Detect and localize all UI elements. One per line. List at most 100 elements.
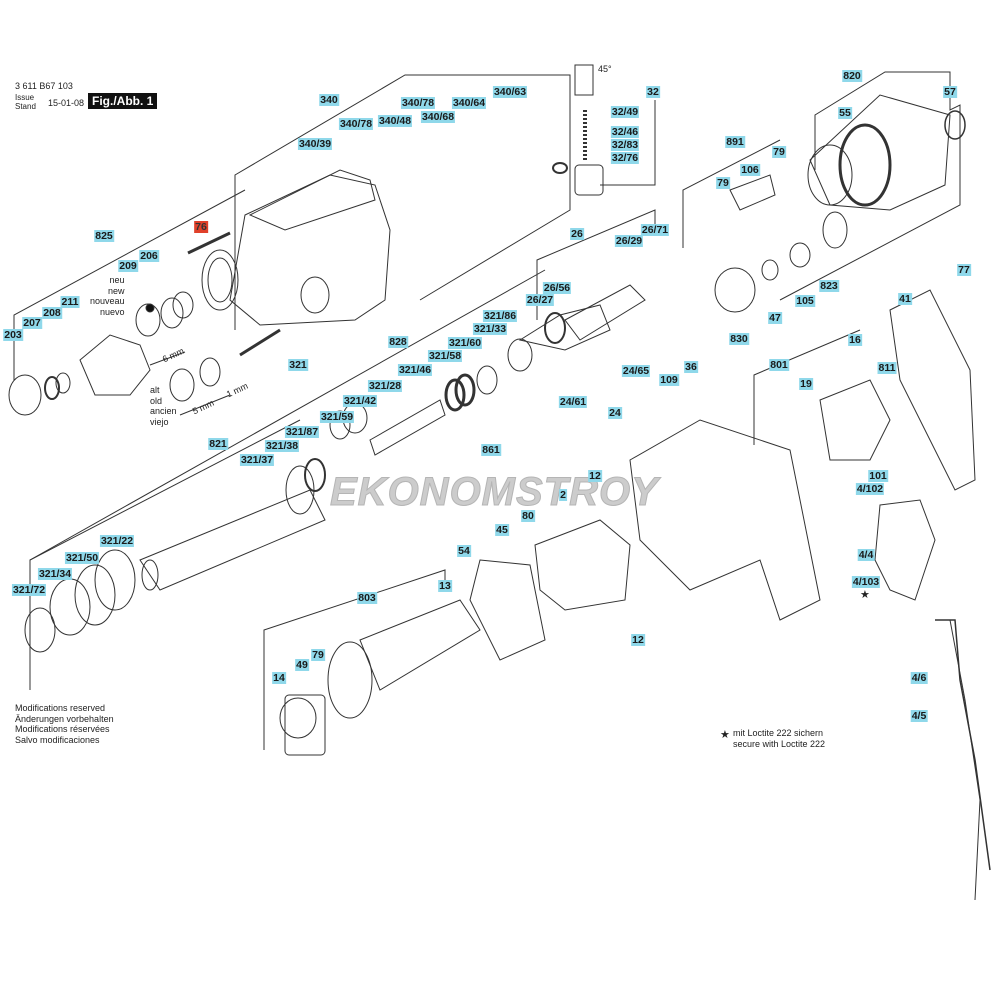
- part-label-321[interactable]: 321: [288, 359, 308, 371]
- part-label-340-78[interactable]: 340/78: [400, 97, 436, 109]
- part-label-321-60[interactable]: 321/60: [447, 337, 483, 349]
- part-label-76[interactable]: 76: [194, 221, 208, 233]
- part-label-26-27[interactable]: 26/27: [525, 294, 555, 306]
- part-label-208[interactable]: 208: [42, 307, 62, 319]
- part-label-32-49[interactable]: 32/49: [610, 106, 640, 118]
- part-label-26[interactable]: 26: [570, 228, 584, 240]
- part-label-321-42[interactable]: 321/42: [342, 395, 378, 407]
- document-number: 3 611 B67 103: [15, 81, 73, 91]
- part-label-4-103[interactable]: 4/103: [851, 576, 881, 588]
- part-label-830[interactable]: 830: [729, 333, 749, 345]
- part-label-340-63[interactable]: 340/63: [492, 86, 528, 98]
- part-label-12[interactable]: 12: [631, 634, 645, 646]
- star-icon: ★: [720, 729, 730, 741]
- part-label-321-50[interactable]: 321/50: [64, 552, 100, 564]
- part-label-340-39[interactable]: 340/39: [297, 138, 333, 150]
- bearing-housing-shape: [809, 94, 951, 211]
- part-label-207[interactable]: 207: [22, 317, 42, 329]
- part-label-32-76[interactable]: 32/76: [610, 152, 640, 164]
- part-label-14[interactable]: 14: [272, 672, 286, 684]
- part-label-109[interactable]: 109: [659, 374, 679, 386]
- part-label-340-48[interactable]: 340/48: [377, 115, 413, 127]
- part-label-55[interactable]: 55: [838, 107, 852, 119]
- part-label-106[interactable]: 106: [740, 164, 760, 176]
- new-label: neu new nouveau nuevo: [90, 275, 125, 317]
- part-label-861[interactable]: 861: [481, 444, 501, 456]
- part-label-36[interactable]: 36: [684, 361, 698, 373]
- part-label-321-37[interactable]: 321/37: [239, 454, 275, 466]
- part-label-811[interactable]: 811: [877, 362, 897, 374]
- part-label-13[interactable]: 13: [438, 580, 452, 592]
- bracket-820: [779, 71, 961, 301]
- part-label-321-59[interactable]: 321/59: [319, 411, 355, 423]
- part-label-24-61[interactable]: 24/61: [558, 396, 588, 408]
- part-label-4-4[interactable]: 4/4: [857, 549, 875, 561]
- part-label-321-58[interactable]: 321/58: [427, 350, 463, 362]
- part-label-828[interactable]: 828: [388, 336, 408, 348]
- part-label-26-71[interactable]: 26/71: [640, 224, 670, 236]
- stator-shape: [534, 519, 631, 611]
- part-label-19[interactable]: 19: [799, 378, 813, 390]
- part-label-209[interactable]: 209: [118, 260, 138, 272]
- part-label-79[interactable]: 79: [311, 649, 325, 661]
- part-label-26-56[interactable]: 26/56: [542, 282, 572, 294]
- part-label-321-38[interactable]: 321/38: [264, 440, 300, 452]
- part-label-57[interactable]: 57: [943, 86, 957, 98]
- part-label-24[interactable]: 24: [608, 407, 622, 419]
- part-label-321-22[interactable]: 321/22: [99, 535, 135, 547]
- bracket-803: [263, 569, 446, 750]
- part-label-206[interactable]: 206: [139, 250, 159, 262]
- part-label-340-64[interactable]: 340/64: [451, 97, 487, 109]
- part-label-4-5[interactable]: 4/5: [910, 710, 928, 722]
- part-label-54[interactable]: 54: [457, 545, 471, 557]
- part-label-47[interactable]: 47: [768, 312, 782, 324]
- part-label-801[interactable]: 801: [769, 359, 789, 371]
- part-label-803[interactable]: 803: [357, 592, 377, 604]
- bracket-32: [600, 100, 656, 186]
- part-label-2[interactable]: 2: [559, 489, 567, 501]
- part-label-101[interactable]: 101: [868, 470, 888, 482]
- part-label-49[interactable]: 49: [295, 659, 309, 671]
- part-label-321-28[interactable]: 321/28: [367, 380, 403, 392]
- part-label-321-87[interactable]: 321/87: [284, 426, 320, 438]
- part-label-321-46[interactable]: 321/46: [397, 364, 433, 376]
- part-label-24-65[interactable]: 24/65: [621, 365, 651, 377]
- part-label-16[interactable]: 16: [848, 334, 862, 346]
- old-label: alt old ancien viejo: [150, 385, 177, 427]
- part-label-32-83[interactable]: 32/83: [610, 139, 640, 151]
- part-label-77[interactable]: 77: [957, 264, 971, 276]
- part-label-823[interactable]: 823: [819, 280, 839, 292]
- part-label-32[interactable]: 32: [646, 86, 660, 98]
- part-label-26-29[interactable]: 26/29: [614, 235, 644, 247]
- part-label-211[interactable]: 211: [60, 296, 80, 308]
- part-label-321-34[interactable]: 321/34: [37, 568, 73, 580]
- part-label-45[interactable]: 45: [495, 524, 509, 536]
- motor-housing-shape: [629, 419, 821, 621]
- chuck-shape: [79, 334, 151, 396]
- part-label-321-33[interactable]: 321/33: [472, 323, 508, 335]
- part-label-41[interactable]: 41: [898, 293, 912, 305]
- bracket-801: [753, 329, 861, 445]
- cable-shape: [935, 619, 991, 871]
- part-label-340[interactable]: 340: [319, 94, 339, 106]
- part-label-821[interactable]: 821: [208, 438, 228, 450]
- part-label-203[interactable]: 203: [3, 329, 23, 341]
- part-label-825[interactable]: 825: [94, 230, 114, 242]
- part-label-80[interactable]: 80: [521, 510, 535, 522]
- part-label-32-46[interactable]: 32/46: [610, 126, 640, 138]
- part-label-891[interactable]: 891: [725, 136, 745, 148]
- part-label-12[interactable]: 12: [588, 470, 602, 482]
- part-label-340-78[interactable]: 340/78: [338, 118, 374, 130]
- switch-shape: [874, 499, 936, 601]
- part-label-340-68[interactable]: 340/68: [420, 111, 456, 123]
- part-label-321-86[interactable]: 321/86: [482, 310, 518, 322]
- part-label-820[interactable]: 820: [842, 70, 862, 82]
- part-label-79[interactable]: 79: [716, 177, 730, 189]
- part-label-105[interactable]: 105: [795, 295, 815, 307]
- hammer-tube-shape: [139, 489, 326, 591]
- part-label-4-102[interactable]: 4/102: [855, 483, 885, 495]
- part-label-4-6[interactable]: 4/6: [910, 672, 928, 684]
- part-label-79[interactable]: 79: [772, 146, 786, 158]
- part-label-321-72[interactable]: 321/72: [11, 584, 47, 596]
